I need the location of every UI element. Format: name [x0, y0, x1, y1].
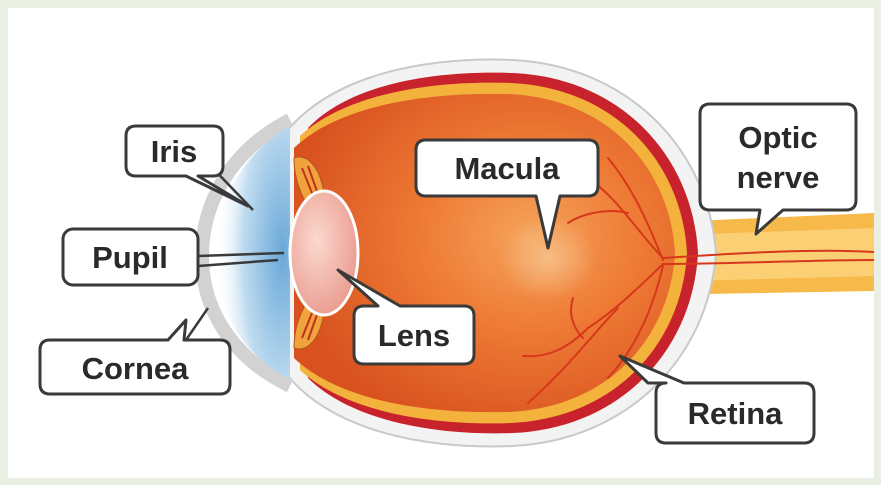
optic-nerve-label-line2: nerve	[737, 160, 820, 195]
lens-shape	[290, 191, 358, 315]
cornea-label: Cornea	[82, 351, 190, 386]
lens-label: Lens	[378, 318, 450, 353]
iris-label: Iris	[151, 134, 198, 169]
retina-callout: Retina	[620, 356, 814, 443]
eye-anatomy-diagram: Iris Pupil Cornea Lens Macula Optic nerv…	[8, 8, 874, 478]
optic-nerve-callout: Optic nerve	[700, 104, 856, 234]
cornea-callout: Cornea	[40, 320, 230, 394]
pupil-label: Pupil	[92, 240, 168, 275]
optic-nerve-label-line1: Optic	[738, 120, 817, 155]
diagram-frame: Iris Pupil Cornea Lens Macula Optic nerv…	[8, 8, 874, 478]
retina-label: Retina	[688, 396, 784, 431]
macula-label: Macula	[454, 151, 560, 186]
pupil-callout: Pupil	[63, 229, 198, 285]
